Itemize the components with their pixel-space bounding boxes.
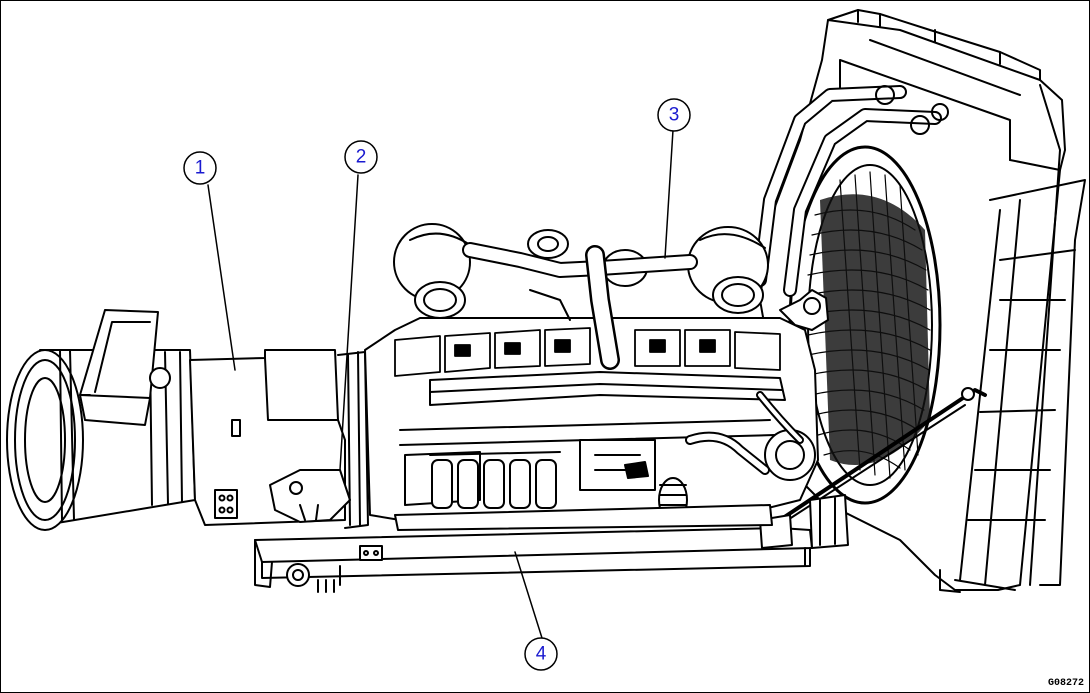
callout-label-3: 3	[669, 105, 680, 126]
callout-circle	[657, 98, 691, 132]
base-frame	[254, 494, 849, 593]
callout-label-1: 1	[195, 158, 206, 179]
callout-4: 4	[524, 637, 558, 671]
callout-label-2: 2	[356, 147, 367, 168]
radiator-assembly	[753, 9, 1086, 593]
leader-line-4	[514, 551, 543, 639]
fuel-filters	[429, 451, 561, 509]
engine	[364, 317, 819, 531]
figure-code: G08272	[1047, 678, 1084, 689]
callout-circle	[344, 140, 378, 174]
callout-label-4: 4	[536, 644, 547, 665]
callout-leaders	[207, 129, 674, 639]
leader-line-2	[339, 174, 359, 471]
alternator	[6, 309, 369, 531]
callout-circle	[524, 637, 558, 671]
callout-circle	[183, 151, 217, 185]
callout-1: 1	[183, 151, 217, 185]
leader-line-1	[207, 184, 236, 371]
callout-3: 3	[657, 98, 691, 132]
callout-2: 2	[344, 140, 378, 174]
turbochargers	[393, 223, 829, 370]
leader-line-3	[664, 129, 674, 259]
